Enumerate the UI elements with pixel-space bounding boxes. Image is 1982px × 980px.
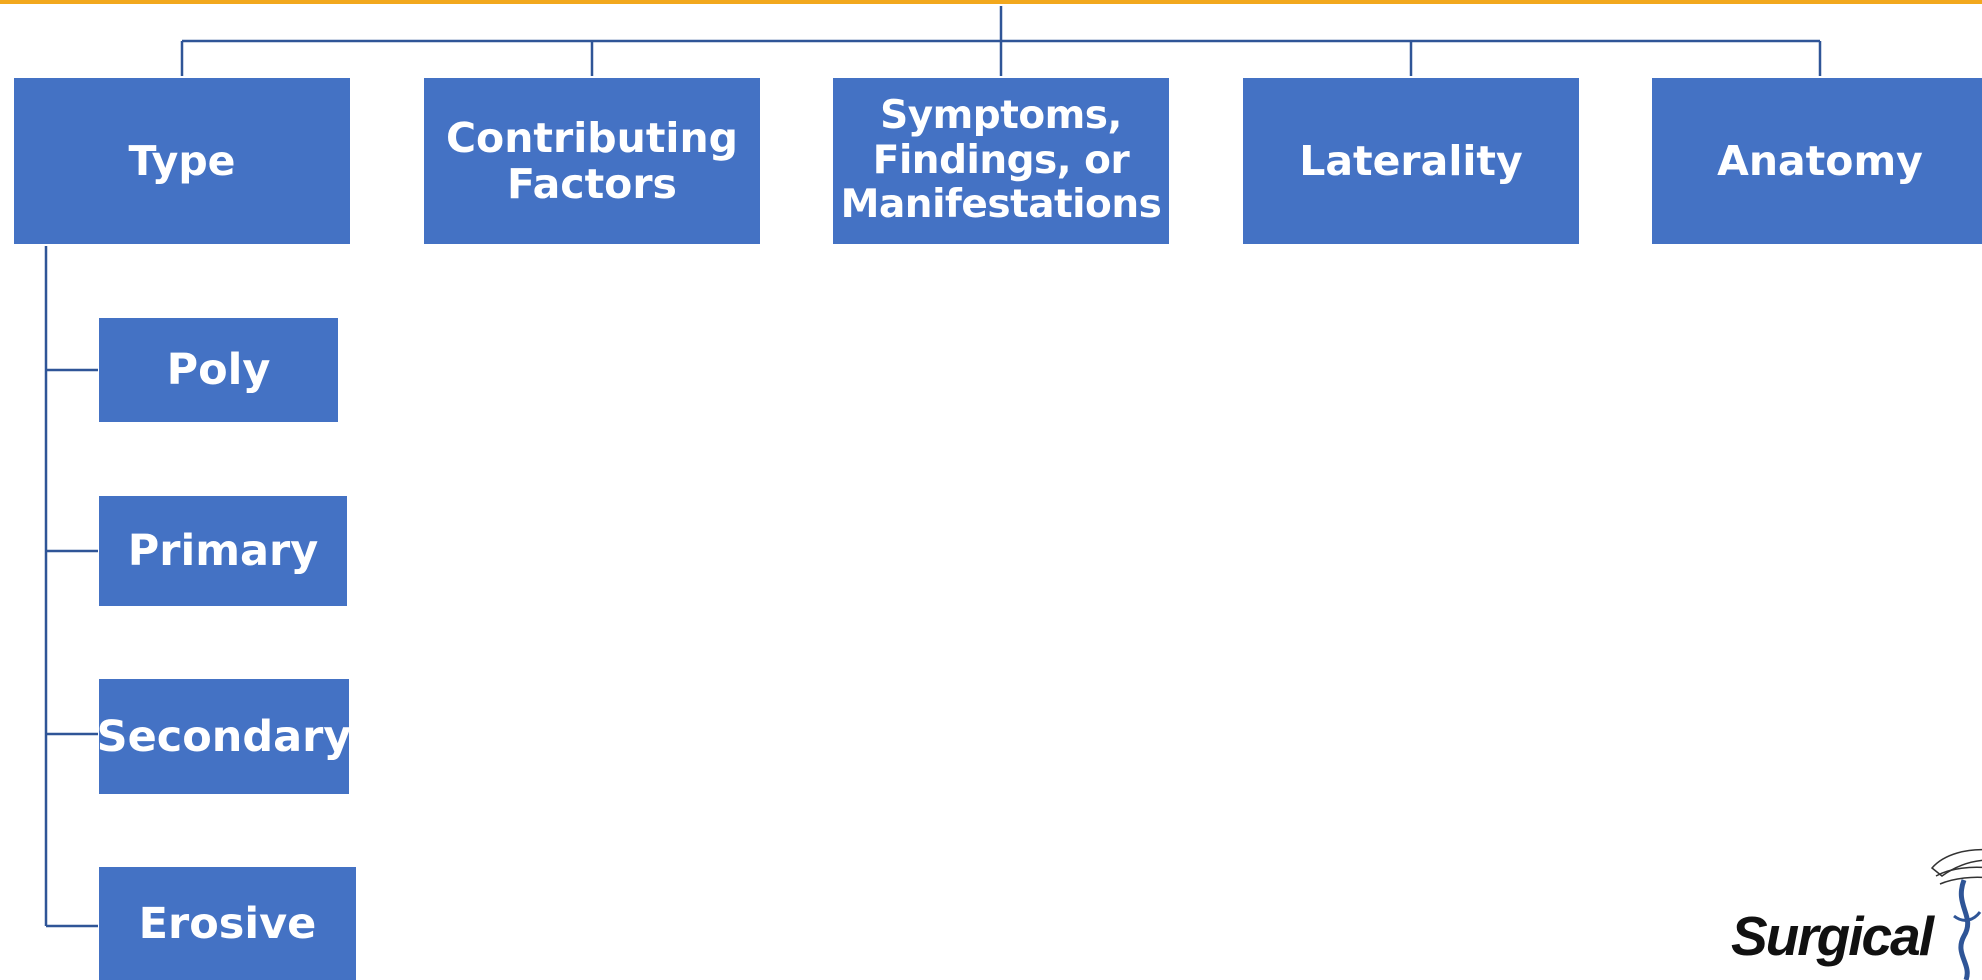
logo-wordmark: Surgical bbox=[1731, 905, 1934, 967]
caduceus-wing-icon bbox=[1930, 848, 1982, 980]
top-accent-rule bbox=[0, 0, 1982, 4]
category-type-box: Type bbox=[14, 78, 350, 244]
surgical-logo: Surgical bbox=[1728, 846, 1982, 980]
type-child-poly-box: Poly bbox=[99, 318, 338, 422]
type-child-primary-box: Primary bbox=[99, 496, 347, 606]
category-laterality-box: Laterality bbox=[1243, 78, 1579, 244]
category-contributing-factors-box: Contributing Factors bbox=[424, 78, 760, 244]
type-child-secondary-box: Secondary bbox=[97, 679, 351, 794]
type-child-erosive-box: Erosive bbox=[99, 867, 356, 980]
category-anatomy-box: Anatomy bbox=[1652, 78, 1982, 244]
category-symptoms-box: Symptoms, Findings, or Manifestations bbox=[833, 78, 1169, 244]
